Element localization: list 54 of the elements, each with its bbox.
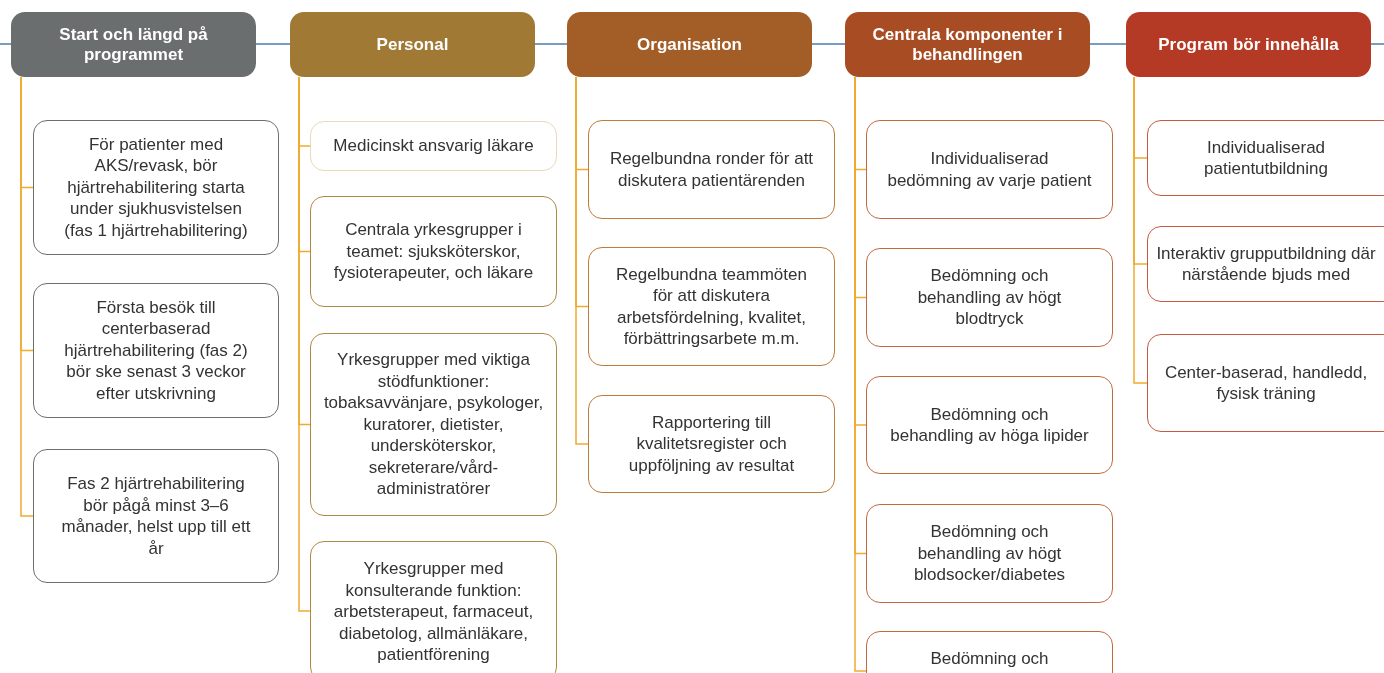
connector-line — [1133, 76, 1148, 384]
box-text: Center-baserad, handledd, fysisk träning — [1163, 361, 1369, 405]
box-text: Bedömning och behandling av högt blodsocker/diabetes — [912, 521, 1067, 586]
header-text: Personal — [376, 34, 449, 55]
text-box — [310, 541, 557, 673]
header-text: Start och längd på programmet — [58, 24, 209, 65]
text-box — [310, 121, 557, 171]
category-header — [290, 12, 535, 77]
text-box — [33, 120, 279, 255]
box-text: Yrkesgrupper med konsulterande funktion: arbetsterapeut, farmaceut, diabetolog, allmänläkare, patientförening — [332, 558, 535, 666]
box-text: Centrala yrkesgrupper i teamet: sjuksköterskor, fysioterapeuter, och läkare — [332, 219, 535, 284]
text-box — [1147, 334, 1384, 432]
header-text: Program bör innehålla — [1158, 34, 1339, 55]
box-text: Individualiserad patientutbildning — [1203, 136, 1329, 180]
box-text: Bedömning och behandling av högt blodtryck — [916, 265, 1063, 330]
category-header — [845, 12, 1090, 77]
text-box — [310, 333, 557, 516]
text-box — [310, 196, 557, 307]
text-box — [588, 120, 835, 219]
text-box — [866, 248, 1113, 347]
text-box — [1147, 226, 1384, 302]
connector-line — [1370, 43, 1384, 45]
text-box — [588, 247, 835, 366]
connector-line — [0, 43, 12, 45]
box-text: Bedömning och — [930, 648, 1049, 670]
connector-line — [255, 43, 291, 45]
header-text: Organisation — [637, 34, 742, 55]
connector-line — [575, 76, 589, 445]
box-text: Regelbundna teammöten för att diskutera arbetsfördelning, kvalitet, förbättringsarbete m.m. — [615, 263, 808, 350]
box-text: Bedömning och behandling av höga lipider — [889, 403, 1090, 447]
text-box — [588, 395, 835, 493]
box-text: Interaktiv grupputbildning där närstående bjuds med — [1155, 242, 1377, 286]
text-box — [33, 449, 279, 583]
box-text: Yrkesgrupper med viktiga stödfunktioner: tobaksavvänjare, psykologer, kuratorer, dietister, undersköterskor, sekreterare/vård-administratörer — [322, 349, 545, 500]
header-text: Centrala komponenter i behandlingen — [871, 24, 1064, 65]
category-header — [567, 12, 812, 77]
box-text: Medicinskt ansvarig läkare — [333, 135, 534, 157]
text-box — [33, 283, 279, 418]
box-text: Individualiserad bedömning av varje patient — [887, 148, 1092, 191]
text-box — [866, 504, 1113, 603]
box-text: För patienter med AKS/revask, bör hjärtrehabilitering starta under sjukhusvistelsen (fas 1 hjärtrehabilitering) — [63, 133, 249, 242]
text-box — [1147, 120, 1384, 196]
box-text: Fas 2 hjärtrehabilitering bör pågå minst 3–6 månader, helst upp till ett år — [60, 473, 252, 559]
text-box — [866, 376, 1113, 474]
box-text: Första besök till centerbaserad hjärtrehabilitering (fas 2) bör ske senast 3 veckor efter utskrivning — [63, 296, 249, 405]
connector-line — [20, 76, 34, 517]
category-header — [11, 12, 256, 77]
box-text: Regelbundna ronder för att diskutera patientärenden — [609, 148, 814, 191]
connector-line — [534, 43, 568, 45]
connector-line — [1089, 43, 1127, 45]
category-header — [1126, 12, 1371, 77]
connector-line — [811, 43, 846, 45]
text-box — [866, 120, 1113, 219]
box-text: Rapportering till kvalitetsregister och uppföljning av resultat — [627, 411, 796, 477]
